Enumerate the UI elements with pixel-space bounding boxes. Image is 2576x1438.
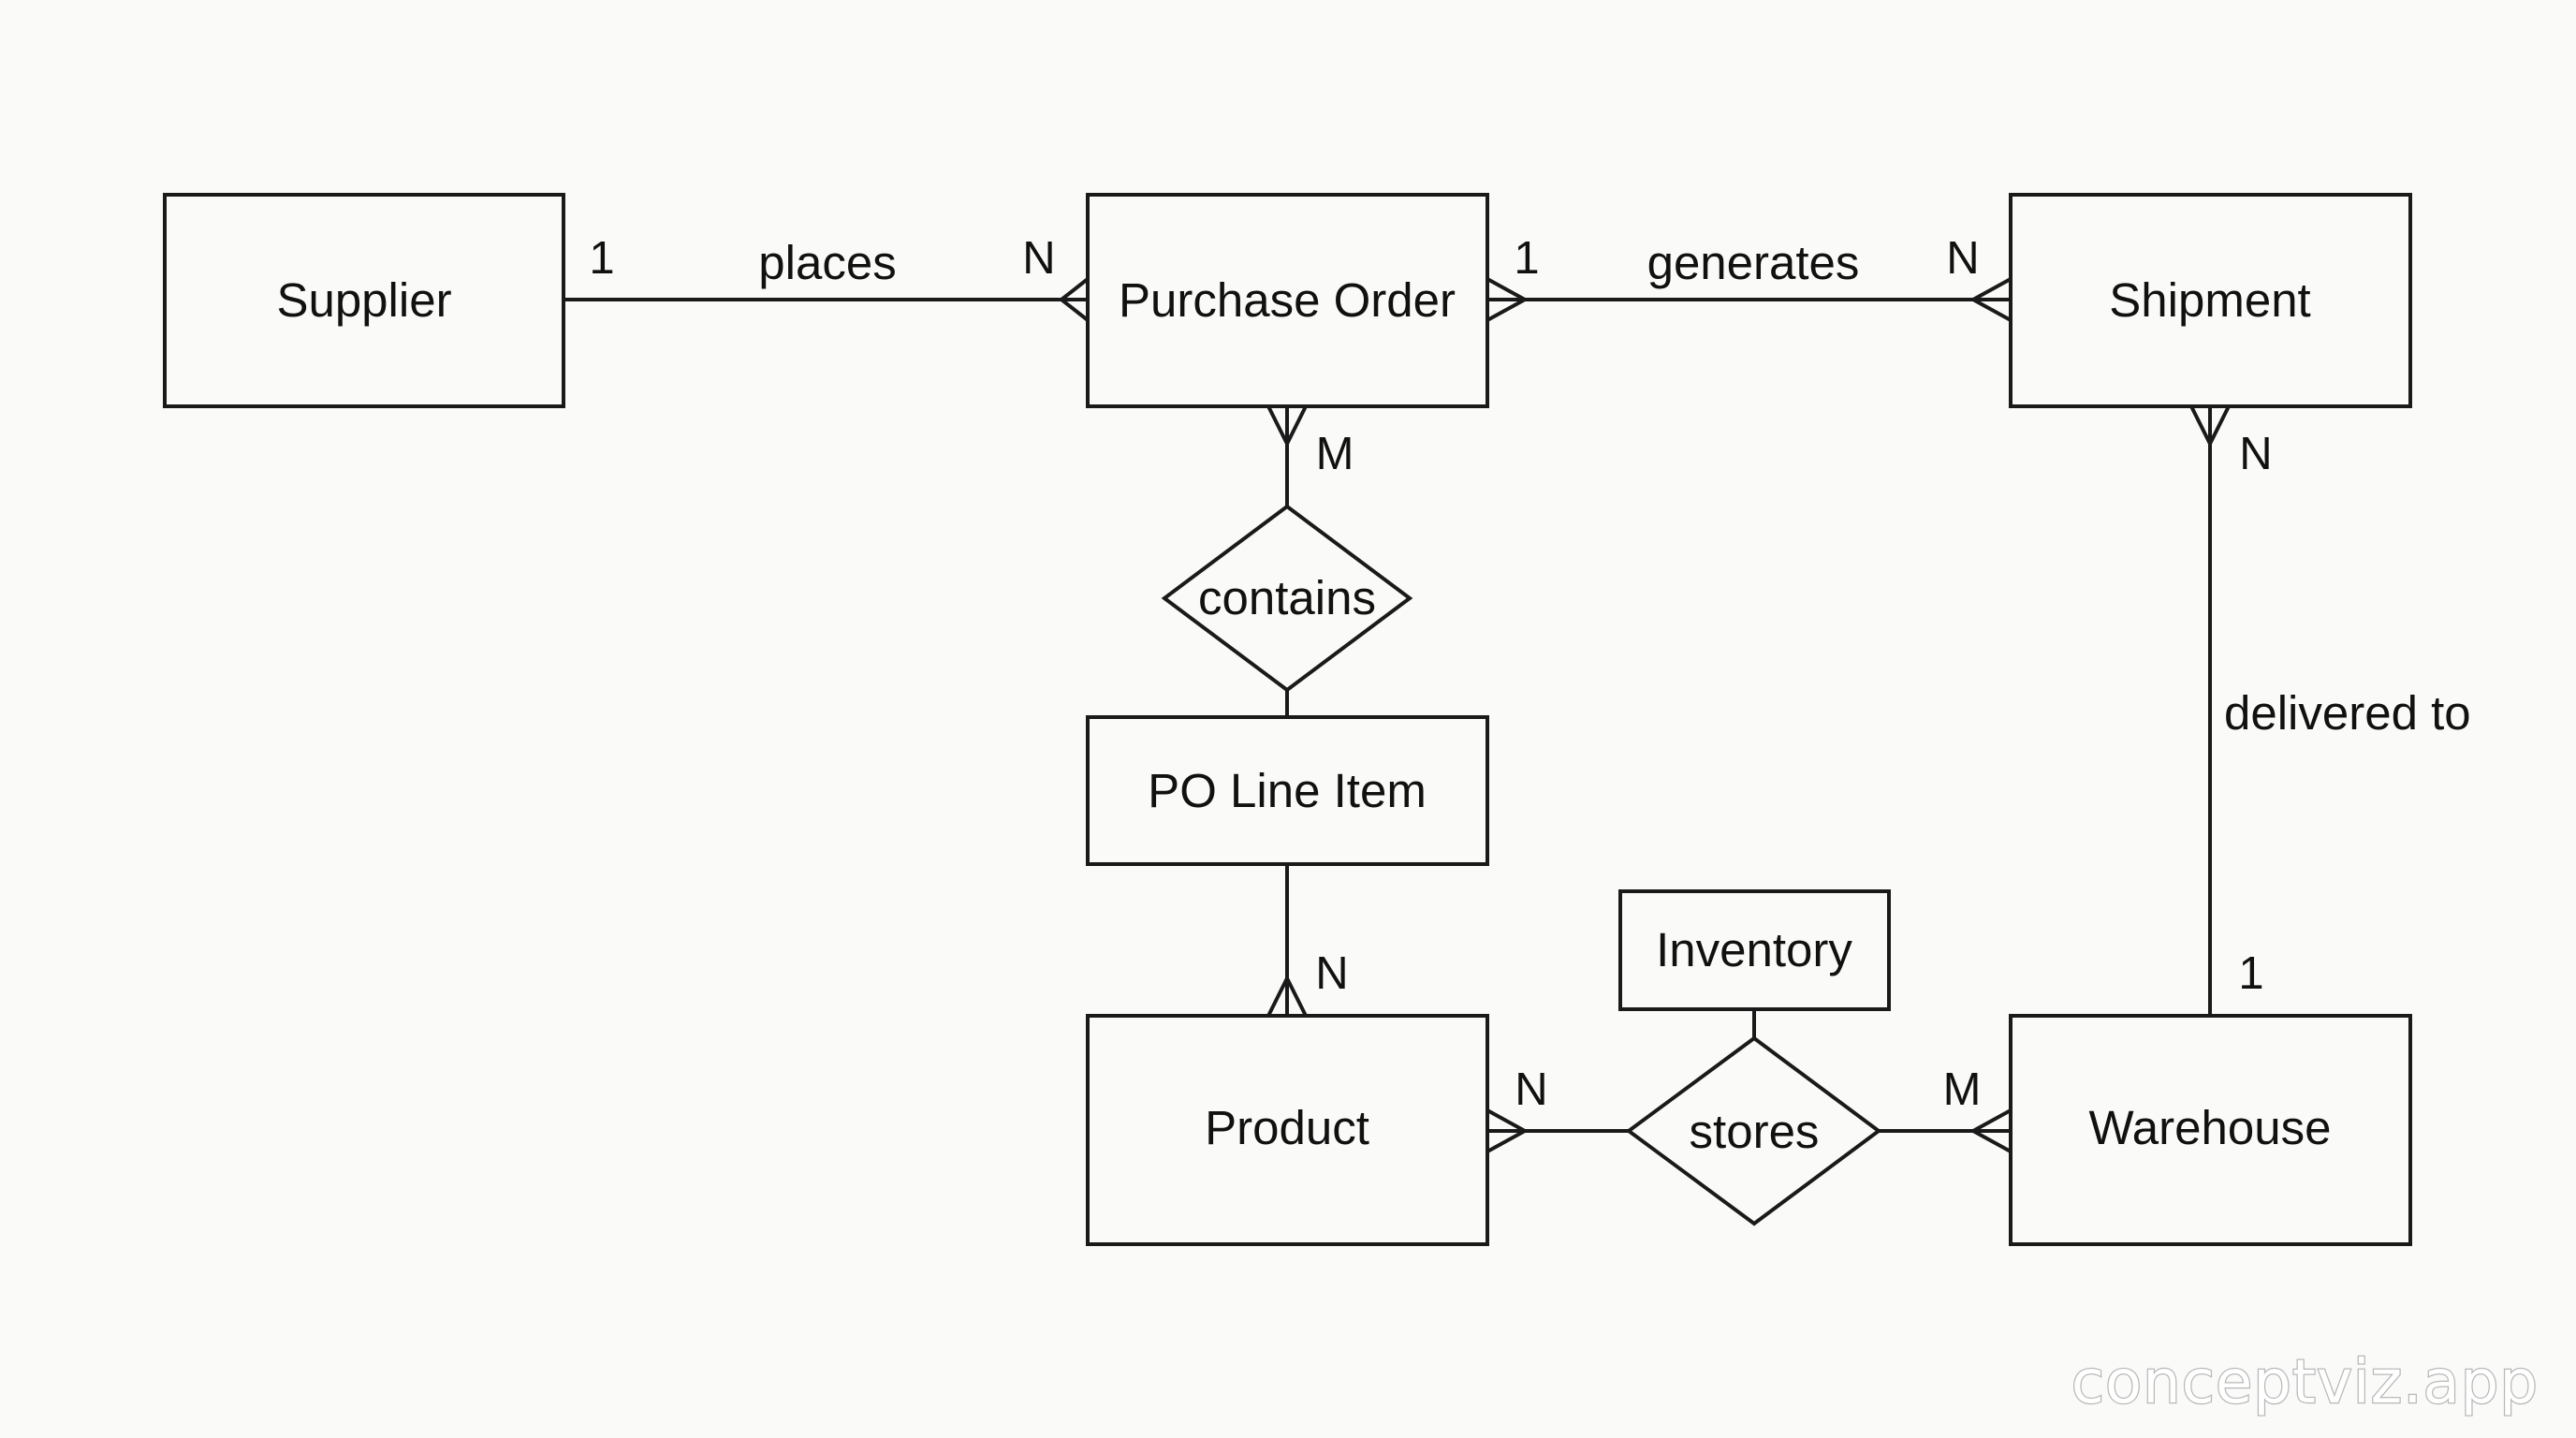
- cardinality-places-purchase-order: N: [1022, 233, 1055, 284]
- cardinality-contains-product: N: [1315, 948, 1348, 999]
- entity-supplier-label: Supplier: [276, 273, 451, 327]
- entity-inventory-label: Inventory: [1656, 923, 1852, 976]
- cardinality-delivered-warehouse: 1: [2238, 948, 2263, 999]
- crowfoot-shipment-bottom: [2189, 405, 2231, 445]
- cardinality-stores-warehouse: M: [1943, 1064, 1982, 1115]
- entity-product-label: Product: [1205, 1101, 1369, 1154]
- relationship-contains[interactable]: contains: [1161, 504, 1413, 693]
- relationship-places-label: places: [758, 236, 896, 289]
- cardinality-purchase-order-contains: M: [1316, 429, 1354, 479]
- entity-shipment[interactable]: Shipment: [2009, 193, 2412, 408]
- crowfoot-purchase-order-right: [1486, 277, 1526, 322]
- crowfoot-purchase-order-left: [1060, 277, 1090, 322]
- crowfoot-purchase-order-bottom: [1266, 405, 1308, 445]
- relationship-generates-label: generates: [1647, 236, 1860, 289]
- entity-product[interactable]: Product: [1086, 1014, 1489, 1246]
- cardinality-product-stores: N: [1515, 1064, 1547, 1115]
- entity-po-line-item-label: PO Line Item: [1148, 764, 1427, 817]
- watermark-text: conceptviz.app: [2071, 1348, 2539, 1417]
- entity-inventory[interactable]: Inventory: [1618, 889, 1891, 1011]
- crowfoot-warehouse-left: [1972, 1108, 2012, 1153]
- relationship-contains-label: contains: [1198, 571, 1376, 624]
- crowfoot-product-top: [1266, 977, 1308, 1017]
- relationship-stores-label: stores: [1690, 1105, 1820, 1158]
- entity-warehouse[interactable]: Warehouse: [2009, 1014, 2412, 1246]
- entity-supplier[interactable]: Supplier: [163, 193, 565, 408]
- entity-shipment-label: Shipment: [2109, 273, 2310, 327]
- entity-po-line-item[interactable]: PO Line Item: [1086, 715, 1489, 866]
- entity-warehouse-label: Warehouse: [2089, 1101, 2332, 1154]
- cardinality-generates-shipment: N: [1946, 233, 1979, 284]
- relationship-stores[interactable]: stores: [1625, 1035, 1882, 1226]
- cardinality-supplier-places: 1: [589, 233, 614, 284]
- entity-purchase-order[interactable]: Purchase Order: [1086, 193, 1489, 408]
- cardinality-purchase-order-generates: 1: [1514, 233, 1539, 284]
- entity-purchase-order-label: Purchase Order: [1119, 273, 1456, 327]
- crowfoot-shipment-left: [1972, 277, 2012, 322]
- crowfoot-product-right: [1486, 1108, 1526, 1153]
- cardinality-shipment-delivered: N: [2239, 429, 2272, 479]
- relationship-delivered-to-label: delivered to: [2224, 686, 2471, 740]
